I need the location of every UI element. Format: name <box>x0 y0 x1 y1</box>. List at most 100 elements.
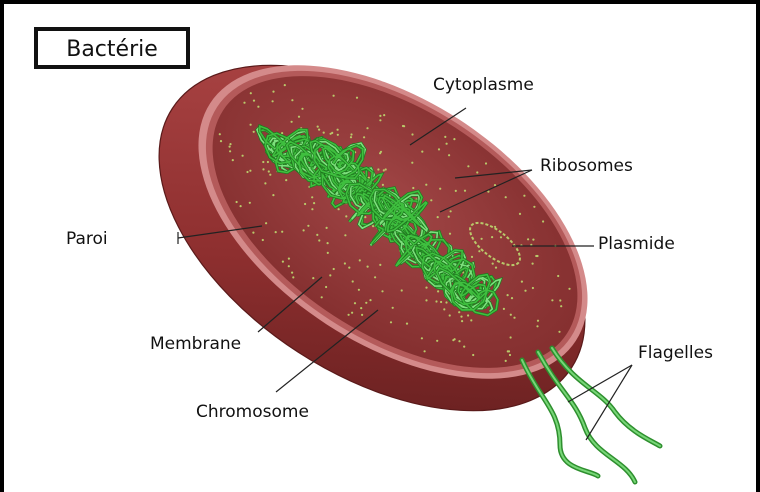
ribosome-dot <box>503 308 505 310</box>
ribosome-dot <box>364 216 366 218</box>
ribosome-dot <box>265 222 267 224</box>
ribosome-dot <box>268 170 270 172</box>
ribosome-dot <box>344 262 346 264</box>
ribosome-dot <box>467 165 469 167</box>
ribosome-dot <box>360 307 362 309</box>
label-plasmide: Plasmide <box>598 234 675 254</box>
ribosome-dot <box>243 102 245 104</box>
ribosome-dot <box>282 261 284 263</box>
ribosome-dot <box>439 188 441 190</box>
ribosome-dot <box>454 338 456 340</box>
ribosome-dot <box>382 184 384 186</box>
ribosome-dot <box>392 307 394 309</box>
ribosome-dot <box>257 106 259 108</box>
ribosome-dot <box>327 242 329 244</box>
ribosome-dot <box>242 155 244 157</box>
ribosome-dot <box>252 232 254 234</box>
ribosome-dot <box>318 129 320 131</box>
ribosome-dot <box>250 124 252 126</box>
ribosome-dot <box>559 299 561 301</box>
ribosome-dot <box>491 236 493 238</box>
ribosome-dot <box>521 281 523 283</box>
ribosome-dot <box>478 250 480 252</box>
ribosome-dot <box>313 202 315 204</box>
ribosome-dot <box>494 184 496 186</box>
ribosome-dot <box>267 161 269 163</box>
ribosome-dot <box>536 255 538 257</box>
ribosome-dot <box>390 321 392 323</box>
ribosome-dot <box>311 208 313 210</box>
ribosome-dot <box>311 196 313 198</box>
ribosome-dot <box>449 233 451 235</box>
ribosome-dot <box>363 136 365 138</box>
ribosome-dot <box>288 265 290 267</box>
ribosome-dot <box>510 314 512 316</box>
ribosome-dot <box>435 300 437 302</box>
ribosome-dot <box>329 274 331 276</box>
ribosome-dot <box>262 161 264 163</box>
ribosome-dot <box>476 171 478 173</box>
ribosome-dot <box>463 346 465 348</box>
ribosome-dot <box>380 151 382 153</box>
ribosome-dot <box>532 239 534 241</box>
ribosome-dot <box>560 305 562 307</box>
ribosome-dot <box>379 119 381 121</box>
ribosome-dot <box>253 100 255 102</box>
ribosome-dot <box>358 289 360 291</box>
ribosome-dot <box>348 267 350 269</box>
ribosome-dot <box>249 202 251 204</box>
ribosome-dot <box>532 263 534 265</box>
ribosome-dot <box>338 208 340 210</box>
ribosome-dot <box>460 316 462 318</box>
ribosome-dot <box>337 134 339 136</box>
ribosome-dot <box>424 350 426 352</box>
ribosome-dot <box>250 92 252 94</box>
label-ribosomes: Ribosomes <box>540 156 633 176</box>
ribosome-dot <box>291 121 293 123</box>
ribosome-dot <box>421 151 423 153</box>
ribosome-dot <box>524 290 526 292</box>
ribosome-dot <box>383 169 385 171</box>
ribosome-dot <box>481 238 483 240</box>
ribosome-dot <box>401 289 403 291</box>
ribosome-dot <box>361 314 363 316</box>
ribosome-dot <box>470 319 472 321</box>
ribosome-dot <box>325 286 327 288</box>
ribosome-dot <box>507 294 509 296</box>
ribosome-dot <box>219 133 221 135</box>
ribosome-dot <box>519 213 521 215</box>
ribosome-dot <box>351 312 353 314</box>
ribosome-dot <box>316 234 318 236</box>
ribosome-dot <box>532 287 534 289</box>
ribosome-dot <box>448 216 450 218</box>
ribosome-dot <box>312 277 314 279</box>
ribosome-dot <box>406 323 408 325</box>
ribosome-dot <box>348 314 350 316</box>
ribosome-dot <box>527 238 529 240</box>
ribosome-dot <box>321 296 323 298</box>
ribosome-dot <box>536 325 538 327</box>
ribosome-dot <box>229 150 231 152</box>
ribosome-dot <box>511 297 513 299</box>
ribosome-dot <box>551 299 553 301</box>
ribosome-dot <box>436 340 438 342</box>
ribosome-dot <box>449 314 451 316</box>
ribosome-dot <box>450 210 452 212</box>
ribosome-dot <box>304 203 306 205</box>
ribosome-dot <box>374 276 376 278</box>
ribosome-dot <box>471 256 473 258</box>
ribosome-dot <box>430 199 432 201</box>
ribosome-dot <box>337 129 339 131</box>
ribosome-dot <box>402 125 404 127</box>
ribosome-dot <box>272 100 274 102</box>
ribosome-dot <box>281 231 283 233</box>
ribosome-dot <box>443 308 445 310</box>
ribosome-dot <box>369 299 371 301</box>
ribosome-dot <box>236 201 238 203</box>
ribosome-dot <box>379 264 381 266</box>
ribosome-dot <box>246 171 248 173</box>
ribosome-dot <box>444 136 446 138</box>
label-flagelles: Flagelles <box>638 343 713 363</box>
label-cytoplasme: Cytoplasme <box>433 75 534 95</box>
